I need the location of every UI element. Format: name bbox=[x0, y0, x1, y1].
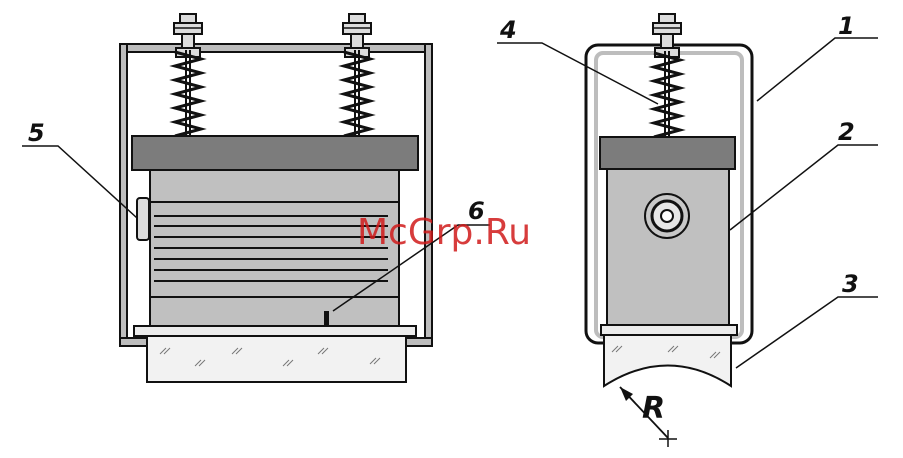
front-gap-marker bbox=[324, 311, 329, 327]
radius-label: R bbox=[642, 391, 665, 426]
side-bolt bbox=[653, 14, 681, 57]
callout-4: 4 bbox=[499, 16, 517, 44]
side-yoke bbox=[600, 137, 735, 169]
front-bolt-right bbox=[343, 14, 371, 57]
radius-indicator: R bbox=[620, 387, 677, 447]
front-yoke bbox=[132, 136, 418, 170]
front-base bbox=[147, 336, 406, 382]
front-spring-left bbox=[175, 50, 201, 136]
front-spring-right bbox=[344, 50, 370, 136]
leader-3 bbox=[736, 297, 878, 368]
side-bottom-plate bbox=[601, 325, 737, 335]
leader-1 bbox=[757, 38, 878, 101]
side-core bbox=[607, 169, 729, 325]
front-bolt-left bbox=[174, 14, 202, 57]
front-view bbox=[120, 14, 432, 382]
callout-3: 3 bbox=[842, 270, 859, 298]
callout-5: 5 bbox=[28, 119, 45, 147]
callout-2: 2 bbox=[838, 118, 855, 146]
side-terminal-center bbox=[661, 210, 673, 222]
front-bottom-plate bbox=[134, 326, 416, 336]
callout-1: 1 bbox=[838, 12, 855, 40]
side-base bbox=[604, 335, 731, 386]
front-side-terminal bbox=[137, 198, 149, 240]
watermark: McGrp.Ru bbox=[357, 212, 531, 253]
